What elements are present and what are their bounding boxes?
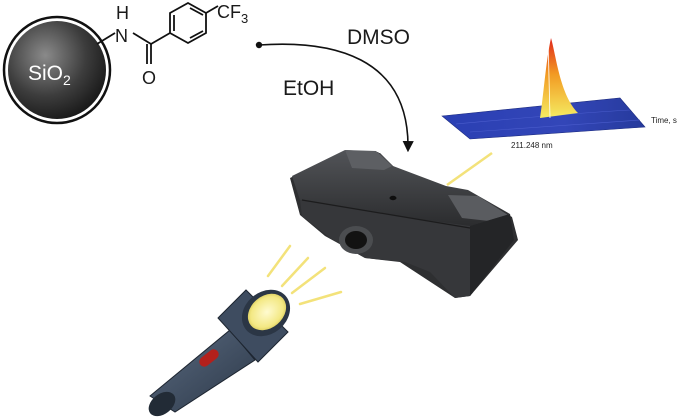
reaction-arrow [255,41,414,153]
light-rays [266,244,343,306]
cf3-label: CF3 [217,2,248,26]
carbonyl-o-label: O [142,68,156,88]
silica-label: SiO2 [28,62,71,88]
nh-n-label: N [115,26,128,46]
spectrum-plot: 211.248 nm Time, s [441,37,677,150]
time-axis-label: Time, s [651,116,677,125]
wavelength-label: 211.248 nm [511,141,553,150]
spectrum-peak [540,38,578,118]
flashlight [148,289,291,417]
power-switch [199,349,219,367]
silica-particle: SiO2 [2,15,112,125]
nh-h-label: H [116,3,129,23]
flashlight-lens [247,293,287,331]
molecule-structure [96,1,219,64]
solvent-dmso: DMSO [347,26,410,49]
signal-ray [446,151,493,187]
solvent-etoh: EtOH [283,77,334,100]
optical-device [290,150,518,298]
